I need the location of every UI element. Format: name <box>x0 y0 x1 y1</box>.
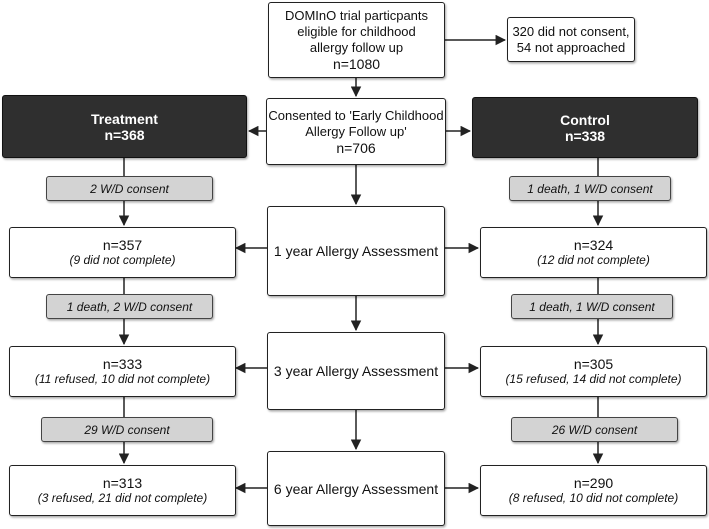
excluded-line2: 54 not approached <box>516 39 626 55</box>
control-1yr-note: (12 did not complete) <box>537 253 650 267</box>
control-3yr-box: n=305 (15 refused, 14 did not complete) <box>480 346 707 397</box>
treatment-title: Treatment <box>91 110 158 127</box>
control-1yr-box: n=324 (12 did not complete) <box>480 227 707 278</box>
eligible-line2: eligible for childhood <box>297 24 416 39</box>
control-withdrawal-3-label: 26 W/D consent <box>551 422 638 437</box>
treatment-header: Treatment n=368 <box>2 95 247 158</box>
treatment-3yr-n: n=333 <box>102 356 143 372</box>
treatment-6yr-note: (3 refused, 21 did not complete) <box>37 491 208 505</box>
control-count: n=338 <box>564 127 606 144</box>
excluded-line1: 320 did not consent, <box>512 23 630 39</box>
treatment-count: n=368 <box>104 126 145 143</box>
consented-count: n=706 <box>336 139 376 156</box>
treatment-6yr-box: n=313 (3 refused, 21 did not complete) <box>9 465 236 516</box>
assessment-3yr-label: 3 year Allergy Assessment <box>273 363 439 379</box>
assessment-3yr: 3 year Allergy Assessment <box>267 332 445 410</box>
control-withdrawal-2: 1 death, 1 W/D consent <box>511 294 673 319</box>
excluded-box: 320 did not consent, 54 not approached <box>507 17 635 62</box>
treatment-6yr-n: n=313 <box>102 475 143 491</box>
control-6yr-n: n=290 <box>573 475 614 491</box>
consented-box: Consented to 'Early Childhood Allergy Fo… <box>266 98 446 165</box>
assessment-6yr-label: 6 year Allergy Assessment <box>273 480 439 497</box>
treatment-withdrawal-3: 29 W/D consent <box>41 417 213 442</box>
treatment-1yr-box: n=357 (9 did not complete) <box>9 227 236 278</box>
treatment-withdrawal-2: 1 death, 2 W/D consent <box>46 294 213 319</box>
treatment-3yr-note: (11 refused, 10 did not complete) <box>34 372 211 386</box>
consented-line2: Allergy Follow up' <box>305 123 407 139</box>
treatment-withdrawal-2-label: 1 death, 2 W/D consent <box>66 299 193 314</box>
eligible-line3: allergy follow up <box>309 40 404 55</box>
treatment-withdrawal-3-label: 29 W/D consent <box>84 422 170 437</box>
control-3yr-note: (15 refused, 14 did not complete) <box>505 372 682 386</box>
eligible-box: DOMInO trial particpants eligible for ch… <box>268 2 445 78</box>
treatment-withdrawal-1: 2 W/D consent <box>46 176 213 201</box>
control-withdrawal-2-label: 1 death, 1 W/D consent <box>529 299 655 314</box>
control-3yr-n: n=305 <box>573 356 614 372</box>
control-header: Control n=338 <box>472 97 698 158</box>
consented-line1: Consented to 'Early Childhood <box>268 107 444 123</box>
control-6yr-note: (8 refused, 10 did not complete) <box>508 491 679 505</box>
assessment-1yr: 1 year Allergy Assessment <box>267 206 445 296</box>
treatment-3yr-box: n=333 (11 refused, 10 did not complete) <box>9 346 236 397</box>
treatment-1yr-n: n=357 <box>102 237 143 253</box>
control-title: Control <box>560 111 610 128</box>
eligible-line1: DOMInO trial particpants <box>284 8 429 23</box>
assessment-6yr: 6 year Allergy Assessment <box>267 451 445 526</box>
control-withdrawal-3: 26 W/D consent <box>511 417 678 442</box>
eligible-count: n=1080 <box>332 56 381 72</box>
control-withdrawal-1: 1 death, 1 W/D consent <box>509 176 671 201</box>
treatment-1yr-note: (9 did not complete) <box>69 253 176 267</box>
assessment-1yr-label: 1 year Allergy Assessment <box>273 243 439 259</box>
control-1yr-n: n=324 <box>573 237 614 253</box>
control-withdrawal-1-label: 1 death, 1 W/D consent <box>527 181 653 196</box>
treatment-withdrawal-1-label: 2 W/D consent <box>90 181 169 196</box>
control-6yr-box: n=290 (8 refused, 10 did not complete) <box>480 465 707 516</box>
